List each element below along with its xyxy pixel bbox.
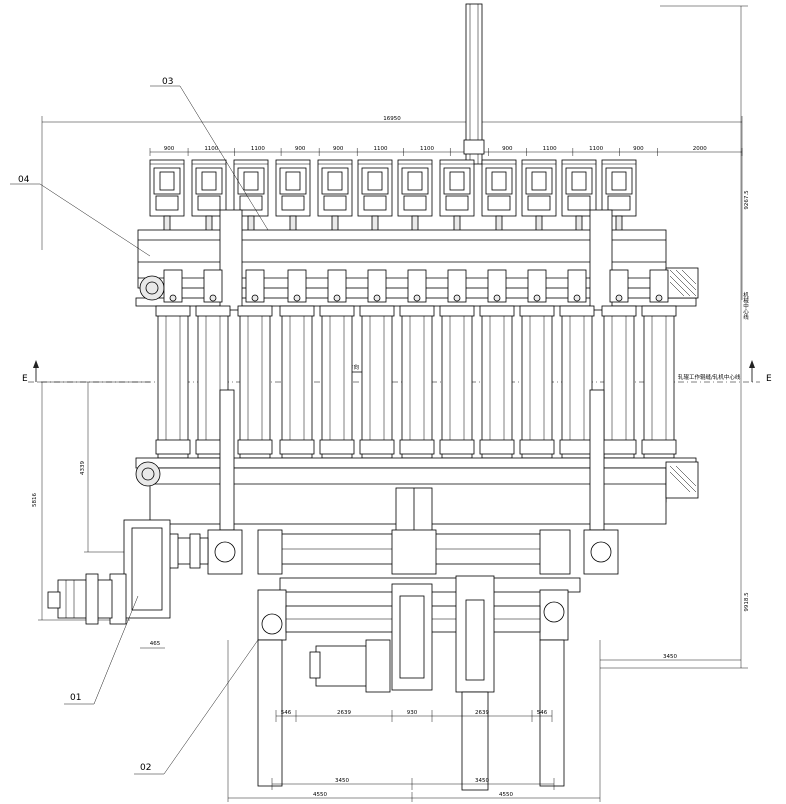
- callout-04: 04: [18, 175, 30, 185]
- top-drive-unit: [317, 159, 353, 233]
- dim-4550-left: 4550: [313, 792, 327, 798]
- top-drive-unit: [275, 159, 311, 233]
- section-label-right: E: [766, 374, 772, 384]
- upper-frame: [135, 209, 699, 311]
- top-spacing-label: 1100: [589, 146, 603, 152]
- mechanical-centerline: 机械中心线: [742, 291, 749, 320]
- roll-stand: [601, 269, 637, 503]
- centerline-note: 轧辊工作辊缝/轧机中心线: [678, 373, 741, 381]
- top-chain-drive: [463, 3, 485, 165]
- dim-930: 930: [407, 710, 418, 716]
- main-drive-motor-01: [47, 519, 171, 625]
- top-drive-unit: [561, 159, 597, 233]
- dim-546-left: 546: [281, 710, 292, 716]
- top-spacing-label: 1100: [251, 146, 265, 152]
- roll-stand: [641, 269, 677, 503]
- top-drive-unit: [521, 159, 557, 233]
- top-spacing-chain: 9001100110090090011001100900900110011009…: [149, 146, 743, 156]
- left-vertical-dims: 5816 4339 465: [32, 381, 165, 649]
- gearbox-right-upper: [583, 529, 619, 575]
- top-drive-units: [149, 159, 637, 233]
- top-spacing-label: 1100: [420, 146, 434, 152]
- dim-4550-right: 4550: [499, 792, 513, 798]
- top-spacing-label: 900: [502, 146, 513, 152]
- top-spacing-label: 2000: [693, 146, 707, 152]
- top-spacing-label: 1100: [543, 146, 557, 152]
- roll-stand: [279, 269, 315, 503]
- top-spacing-label: 900: [164, 146, 175, 152]
- dim-2639-right: 2639: [475, 710, 489, 716]
- callout-01: 01: [70, 693, 81, 703]
- lower-drive-columns-02: [257, 575, 569, 791]
- top-drive-unit: [481, 159, 517, 233]
- callout-03: 03: [162, 77, 173, 87]
- top-drive-unit: [439, 159, 475, 233]
- bottom-dimensions: 546 2639 930 2639 546 3450 3450 4550 455…: [227, 640, 601, 802]
- dim-left-inner: 4339: [80, 461, 86, 475]
- gearbox-left-upper: [207, 529, 243, 575]
- callout-02: 02: [140, 763, 151, 773]
- dim-right-bottom: 9918.5: [744, 592, 750, 612]
- overall-dimension: 16950: [41, 116, 743, 300]
- dim-465: 465: [150, 641, 161, 647]
- callouts: 03 04 01 02: [10, 77, 269, 775]
- top-spacing-label: 900: [295, 146, 306, 152]
- dim-3450-bottom-left: 3450: [335, 778, 349, 784]
- dim-2639-left: 2639: [337, 710, 351, 716]
- dim-546-right: 546: [537, 710, 548, 716]
- top-spacing-label: 900: [333, 146, 344, 152]
- dim-3450-right: 3450: [663, 654, 677, 660]
- section-label-left: E: [22, 374, 28, 384]
- top-spacing-label: 900: [633, 146, 644, 152]
- dim-3450-bottom-right: 3450: [475, 778, 489, 784]
- top-drive-unit: [191, 159, 227, 233]
- right-vertical-dims: 9267.5 9918.5 3450: [600, 5, 750, 669]
- top-spacing-label: 1100: [373, 146, 387, 152]
- top-drive-unit: [397, 159, 433, 233]
- top-drive-unit: [601, 159, 637, 233]
- vertical-note: 机械中心线: [742, 291, 749, 320]
- top-drive-unit: [357, 159, 393, 233]
- top-spacing-label: 1100: [204, 146, 218, 152]
- dim-right-top: 9267.5: [744, 190, 750, 210]
- top-drive-unit: [233, 159, 269, 233]
- dim-left-outer: 5816: [32, 493, 38, 507]
- dim-overall: 16950: [383, 116, 401, 122]
- top-drive-unit: [149, 159, 185, 233]
